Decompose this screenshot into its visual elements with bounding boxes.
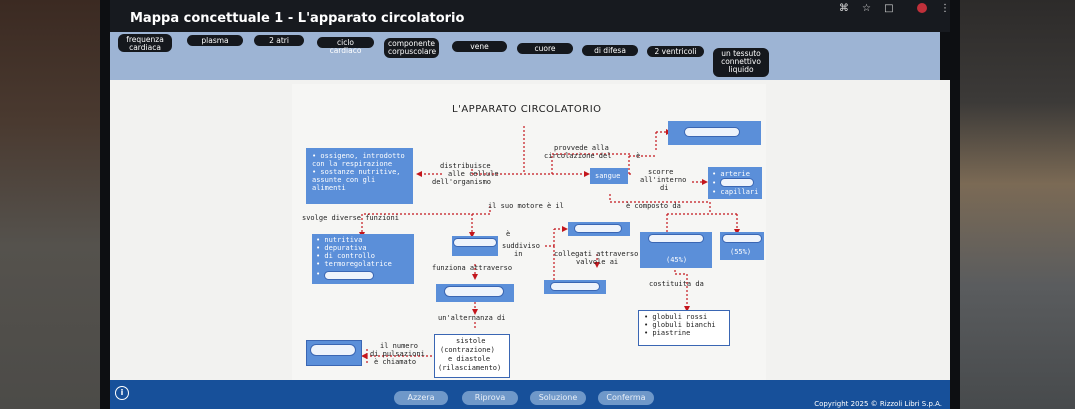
drop-slot-ciclo[interactable] [444, 286, 504, 297]
drop-slot-corpuscolare[interactable] [722, 234, 762, 243]
funzione-5: • [316, 270, 321, 278]
azzera-button[interactable]: Azzera [394, 391, 448, 405]
title-bar: Mappa concettuale 1 - L'apparato circola… [110, 0, 950, 32]
cells-box [638, 310, 730, 346]
copyright: Copyright 2025 © Rizzoli Libri S.p.A. [814, 400, 942, 408]
label-sistole-2: (contrazione) [440, 346, 495, 354]
label-motore: il suo motore è il [488, 202, 564, 210]
sangue-box [590, 168, 628, 184]
chip-frequenza-cardiaca[interactable]: frequenza cardiaca [118, 34, 172, 52]
label-collegati-1: collegati attraverso [554, 250, 639, 258]
label-funziona: funziona attraverso [432, 264, 513, 272]
left-box-line-2: con la respirazione [312, 160, 393, 168]
left-box-line-5: alimenti [312, 184, 346, 192]
label-costituita: costituita da [649, 280, 704, 288]
label-numero-2: di pulsazioni [370, 350, 425, 358]
label-numero-3: è chiamato [374, 358, 417, 366]
chip-2-ventricoli[interactable]: 2 ventricoli [647, 46, 704, 57]
chip-plasma[interactable]: plasma [187, 35, 243, 46]
label-svolge: svolge diverse funzioni [302, 214, 399, 222]
funzione-4: • termoregolatrice [316, 260, 392, 268]
label-provvede-1: provvede alla [554, 144, 609, 152]
label-sistole-1: sistole [456, 337, 486, 345]
conferma-button[interactable]: Conferma [598, 391, 654, 405]
label-distribuisce-1: distribuisce [440, 162, 491, 170]
vessel-capillari: • capillari [712, 188, 759, 196]
drop-slot-atri[interactable] [574, 224, 622, 233]
browser-toolbar: ⌘ ☆ □ ⋮ [829, 3, 950, 14]
cell-globuli-rossi: • globuli rossi [644, 313, 708, 321]
label-scorre-3: di [660, 184, 669, 192]
concept-map: L'APPARATO CIRCOLATORIO • ossigeno, intr… [292, 84, 766, 380]
left-box-line-3: • sostanze nutritive, [312, 168, 401, 176]
label-e-suddiviso: è [506, 230, 511, 238]
profile-icon[interactable] [907, 3, 927, 14]
star-icon[interactable]: ☆ [862, 3, 871, 14]
answer-chip-bar: frequenza cardiaca plasma 2 atri ciclo c… [110, 32, 940, 80]
sistole-box [434, 334, 510, 378]
drop-slot-vessel[interactable] [720, 178, 754, 187]
label-distribuisce-2: alle cellule [448, 170, 499, 178]
funzione-3: • di controllo [316, 252, 376, 260]
left-box-line-4: assunte con gli [312, 176, 376, 184]
label-numero-1: il numero [380, 342, 418, 350]
label-scorre-1: scorre [648, 168, 674, 176]
label-suddiviso-2: in [514, 250, 523, 258]
funzione-2: • depurativa [316, 244, 367, 252]
drop-slot-plasma[interactable] [648, 234, 704, 243]
label-alternanza: un'alternanza di [438, 314, 506, 322]
label-55: (55%) [730, 248, 752, 256]
label-sistole-4: (rilasciamento) [438, 364, 502, 372]
chip-cuore[interactable]: cuore [517, 43, 573, 54]
chip-di-difesa[interactable]: di difesa [582, 45, 638, 56]
funzione-1: • nutritiva [316, 236, 363, 244]
chip-vene[interactable]: vene [452, 41, 507, 52]
vessel-bullet: • [712, 179, 717, 187]
left-info-box [306, 148, 413, 204]
drop-slot-ventricoli[interactable] [550, 282, 600, 291]
vessel-arterie: • arterie [712, 170, 750, 178]
menu-icon[interactable]: ⋮ [940, 3, 950, 14]
left-box-line-1: • ossigeno, introdotto [312, 152, 405, 160]
label-suddiviso-1: suddiviso [502, 242, 540, 250]
chip-tessuto-connettivo[interactable]: un tessuto connettivo liquido [713, 48, 769, 77]
drop-slot-funzione[interactable] [324, 271, 374, 280]
drop-slot-cuore[interactable] [453, 238, 497, 247]
background-left [0, 0, 110, 409]
extension-icon[interactable]: □ [884, 3, 894, 14]
label-collegati-2: valvole ai [576, 258, 619, 266]
label-distribuisce-3: dell'organismo [432, 178, 492, 186]
background-right [955, 0, 1075, 409]
label-e: è [636, 152, 641, 160]
label-composto: è composto da [626, 202, 681, 210]
label-sistole-3: e diastole [448, 355, 491, 363]
chip-2-atri[interactable]: 2 atri [254, 35, 304, 46]
translate-icon[interactable]: ⌘ [838, 3, 849, 14]
soluzione-button[interactable]: Soluzione [530, 391, 586, 405]
label-provvede-2: circolazione del [544, 152, 612, 160]
drop-slot-frequenza[interactable] [310, 344, 356, 356]
info-icon[interactable]: i [115, 386, 129, 400]
app-title: Mappa concettuale 1 - L'apparato circola… [130, 11, 465, 26]
drop-slot-top[interactable] [684, 127, 740, 137]
label-45: (45%) [666, 256, 688, 264]
chip-componente-corpuscolare[interactable]: componente corpuscolare [384, 38, 439, 58]
chip-ciclo-cardiaco[interactable]: ciclo cardiaco [317, 37, 374, 55]
cell-piastrine: • piastrine [644, 329, 691, 337]
riprova-button[interactable]: Riprova [462, 391, 518, 405]
footer-bar: i Azzera Riprova Soluzione Conferma Copy… [110, 380, 950, 409]
cell-globuli-bianchi: • globuli bianchi [644, 321, 716, 329]
label-scorre-2: all'interno [640, 176, 687, 184]
label-sangue: sangue [595, 172, 621, 180]
map-title: L'APPARATO CIRCOLATORIO [452, 104, 602, 115]
